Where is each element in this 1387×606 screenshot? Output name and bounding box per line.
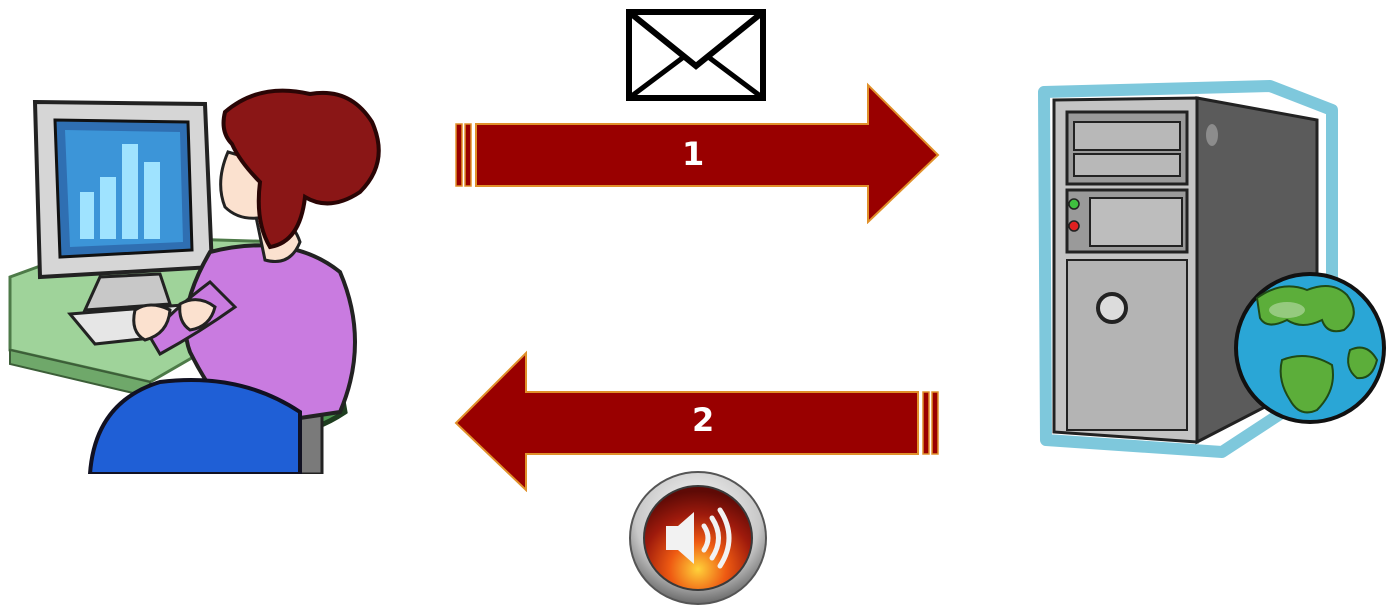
web-server-icon xyxy=(1032,80,1387,460)
step-1-label: 1 xyxy=(682,138,704,170)
user-at-computer-icon xyxy=(0,82,400,474)
step-2-label: 2 xyxy=(692,404,714,436)
speaker-icon xyxy=(628,470,768,606)
